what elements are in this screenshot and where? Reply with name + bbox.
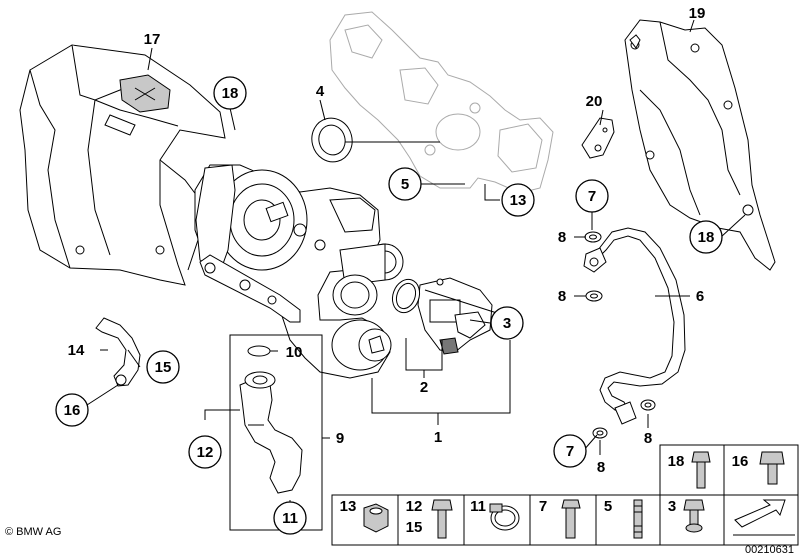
legend-11: 11 xyxy=(470,498,486,515)
callout-20: 20 xyxy=(586,93,603,110)
callout-18b: 18 xyxy=(698,229,715,246)
oil-line-6[interactable] xyxy=(583,227,686,425)
callout-8c: 8 xyxy=(597,459,605,476)
legend-12: 12 xyxy=(406,498,423,515)
pipe-11[interactable] xyxy=(239,371,303,494)
legend-5: 5 xyxy=(604,498,612,515)
callout-19: 19 xyxy=(689,5,706,22)
callout-10: 10 xyxy=(286,344,303,361)
legend-18: 18 xyxy=(668,453,685,470)
bolt-12-icon xyxy=(431,499,453,539)
heat-shield-17[interactable] xyxy=(19,44,226,286)
bolt-3-icon xyxy=(683,499,705,533)
legend-16: 16 xyxy=(732,453,749,470)
legend-15: 15 xyxy=(406,519,423,536)
callout-1: 1 xyxy=(434,429,442,446)
callout-9: 9 xyxy=(336,430,344,447)
callout-6: 6 xyxy=(696,288,704,305)
callout-11: 11 xyxy=(282,510,298,527)
callout-2: 2 xyxy=(420,379,428,396)
legend-7: 7 xyxy=(539,498,547,515)
callout-13: 13 xyxy=(510,192,527,209)
gasket-10[interactable] xyxy=(247,345,271,357)
callout-8a: 8 xyxy=(558,229,566,246)
washers-8[interactable] xyxy=(584,231,656,439)
arrow-icon xyxy=(733,499,795,536)
callout-18a: 18 xyxy=(222,85,239,102)
callouts: 17 18 4 5 13 20 19 7 18 8 8 6 3 2 1 7 8 … xyxy=(55,5,723,535)
stud-5-icon xyxy=(633,499,643,539)
callout-14: 14 xyxy=(68,342,85,359)
heat-shield-19[interactable] xyxy=(624,19,776,271)
callout-7b: 7 xyxy=(566,443,574,460)
nut-13-icon xyxy=(363,503,389,533)
callout-15: 15 xyxy=(155,359,172,376)
copyright: © BMW AG xyxy=(5,526,61,538)
callout-3: 3 xyxy=(503,315,511,332)
actuator-2[interactable] xyxy=(417,277,493,355)
callout-16: 16 xyxy=(64,402,81,419)
gasket-ring-4[interactable] xyxy=(307,114,357,167)
drawing-code: 00210631 xyxy=(745,544,794,556)
pipe-14[interactable] xyxy=(95,317,141,387)
clamp-11-icon xyxy=(489,503,520,531)
callout-17: 17 xyxy=(144,31,161,48)
bolt-18-icon xyxy=(691,451,711,489)
callout-8d: 8 xyxy=(644,430,652,447)
callout-12: 12 xyxy=(197,444,214,461)
callout-4: 4 xyxy=(316,83,325,100)
exhaust-manifold[interactable] xyxy=(329,11,554,194)
callout-5: 5 xyxy=(401,176,409,193)
hardware-legend: 18 16 13 12 15 11 7 5 3 xyxy=(331,444,799,546)
legend-3: 3 xyxy=(668,498,676,515)
callout-8b: 8 xyxy=(558,288,566,305)
bolt-7-icon xyxy=(561,499,581,539)
turbocharger-1[interactable] xyxy=(194,164,404,379)
legend-13: 13 xyxy=(340,498,357,515)
callout-7a: 7 xyxy=(588,188,596,205)
bracket-20[interactable] xyxy=(581,117,615,159)
bolt-16-icon xyxy=(759,451,785,485)
